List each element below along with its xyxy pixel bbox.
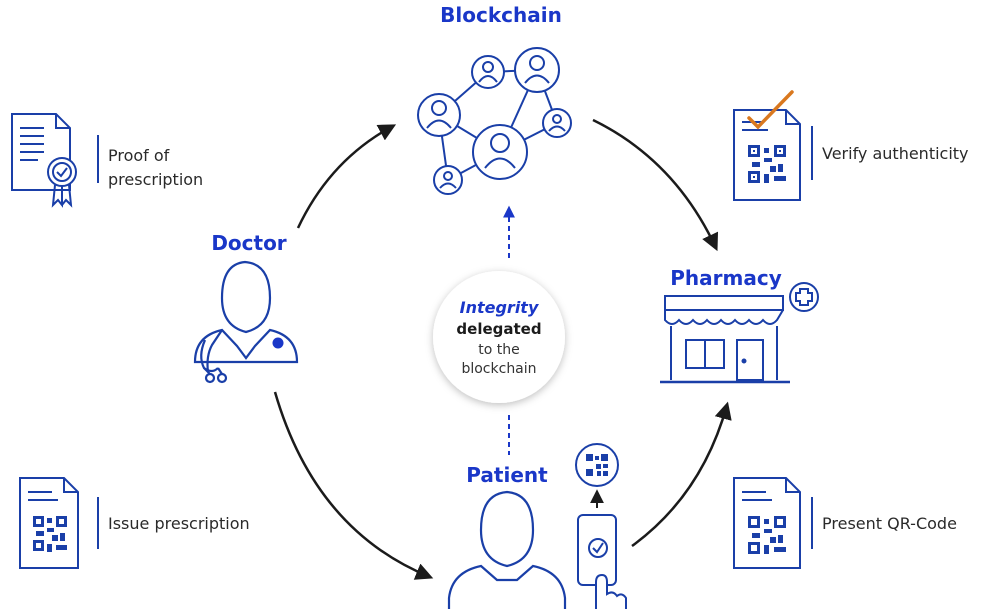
arrow-doctor-to-blockchain	[296, 124, 397, 229]
title-doctor: Doctor	[211, 231, 286, 255]
title-patient: Patient	[466, 463, 548, 487]
title-pharmacy: Pharmacy	[670, 266, 781, 290]
arrow-pharmacy-to-patient	[631, 401, 732, 548]
phone-tap-icon	[577, 514, 627, 609]
title-blockchain: Blockchain	[440, 3, 562, 27]
verified-qr-document-icon	[733, 90, 801, 201]
center-integrity: Integrity	[460, 298, 539, 317]
note-issue: Issue prescription	[108, 514, 250, 533]
note-proof-line1: Proof of	[108, 146, 170, 165]
arrow-doctor-to-patient	[273, 391, 434, 580]
center-delegated: delegated	[456, 320, 541, 338]
patient-person-icon	[447, 490, 567, 609]
certificate-document-icon	[11, 113, 77, 208]
qr-document-icon-issue	[19, 477, 79, 569]
note-verify: Verify authenticity	[822, 144, 969, 163]
note-proof-line2: prescription	[108, 170, 203, 189]
center-to-the: to the	[478, 342, 519, 358]
doctor-icon	[193, 260, 299, 384]
qr-document-icon-present	[733, 477, 801, 569]
qr-bubble-icon	[575, 443, 619, 508]
integrity-circle	[433, 271, 565, 403]
blockchain-network-icon	[417, 47, 572, 195]
pharmacy-store-icon	[660, 282, 819, 384]
center-blockchain: blockchain	[461, 361, 536, 377]
note-present: Present QR-Code	[822, 514, 957, 533]
arrow-blockchain-to-pharmacy	[592, 118, 719, 252]
